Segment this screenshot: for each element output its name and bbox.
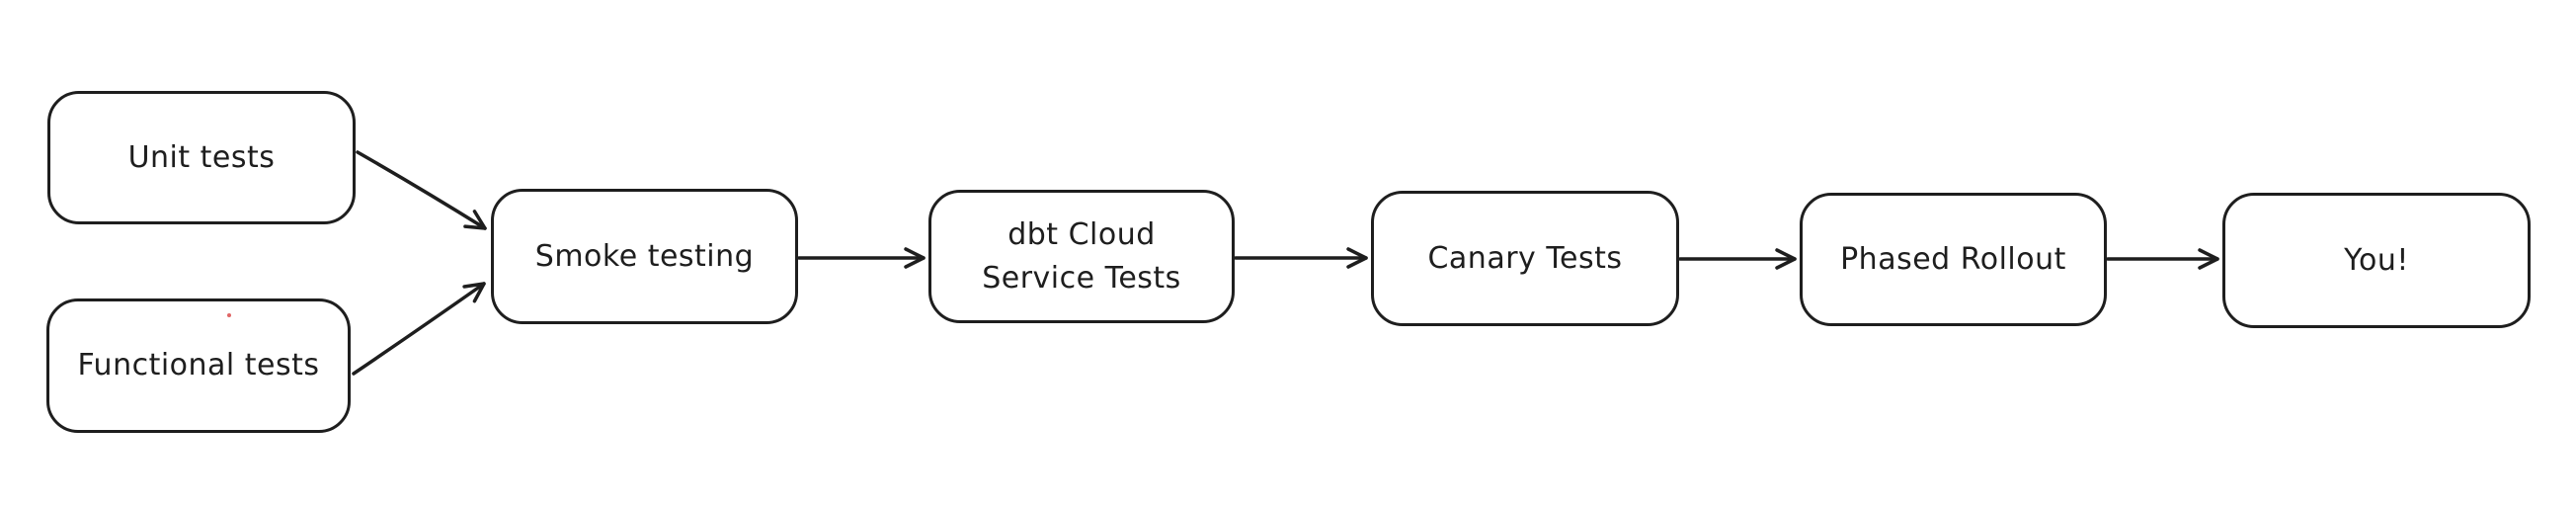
node-phased-rollout-label: Phased Rollout bbox=[1840, 241, 2066, 277]
node-functional-tests-label: Functional tests bbox=[77, 348, 320, 382]
node-canary-tests[interactable]: Canary Tests bbox=[1371, 191, 1679, 326]
node-dbt-cloud-service-tests[interactable]: dbt Cloud Service Tests bbox=[928, 190, 1235, 323]
node-functional-tests[interactable]: Functional tests bbox=[46, 298, 351, 433]
node-canary-tests-label: Canary Tests bbox=[1427, 240, 1623, 276]
arrow-unit-tests-to-smoke-testing[interactable] bbox=[356, 150, 487, 230]
node-you-label: You! bbox=[2344, 242, 2409, 278]
node-smoke-testing-label: Smoke testing bbox=[534, 238, 755, 274]
node-unit-tests[interactable]: Unit tests bbox=[47, 91, 356, 224]
node-smoke-testing[interactable]: Smoke testing bbox=[491, 189, 798, 324]
red-dot-artifact bbox=[227, 313, 231, 317]
arrow-functional-tests-to-smoke-testing[interactable] bbox=[352, 282, 486, 376]
node-you[interactable]: You! bbox=[2222, 193, 2531, 328]
node-phased-rollout[interactable]: Phased Rollout bbox=[1800, 193, 2107, 326]
node-dbt-cloud-service-tests-label: dbt Cloud Service Tests bbox=[982, 216, 1181, 296]
node-unit-tests-label: Unit tests bbox=[127, 139, 276, 175]
